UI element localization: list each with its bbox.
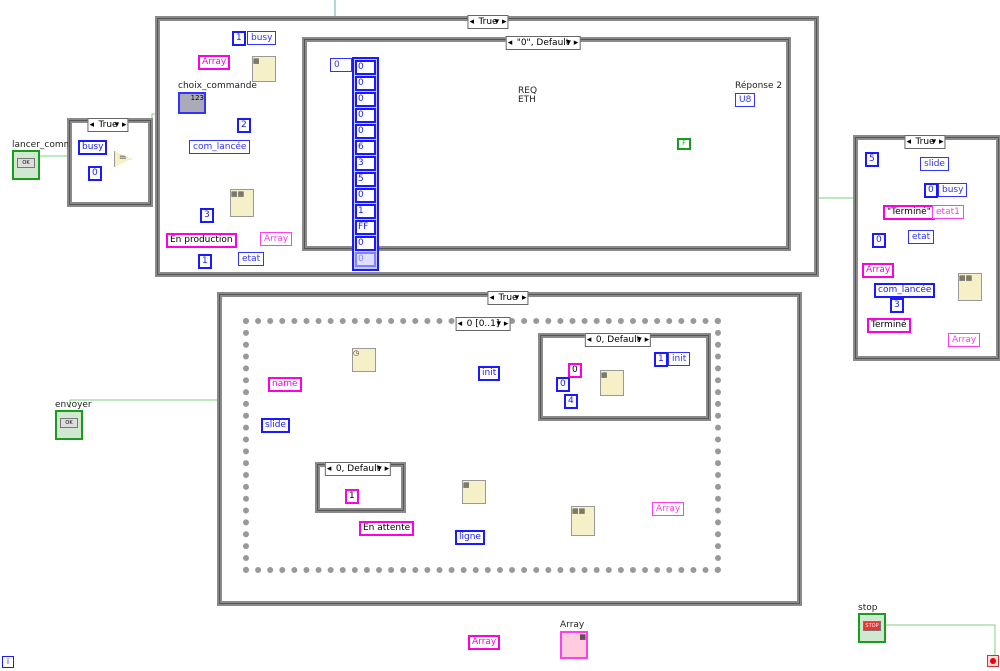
- en-production-constant[interactable]: En production: [166, 233, 237, 248]
- array-element[interactable]: 0: [355, 252, 376, 267]
- array-element[interactable]: 0: [355, 92, 376, 107]
- array-index-display[interactable]: 0: [330, 58, 352, 72]
- array-element[interactable]: 0: [355, 188, 376, 203]
- array-element[interactable]: 0: [355, 124, 376, 139]
- array-local-write-right[interactable]: Array: [948, 333, 981, 347]
- eth-label: ETH: [518, 95, 536, 105]
- array-element[interactable]: FF: [355, 220, 376, 235]
- array-indicator-terminal: ▦: [560, 631, 588, 659]
- row-constant[interactable]: 3: [200, 208, 214, 223]
- array-element[interactable]: 5: [355, 172, 376, 187]
- name-global-read[interactable]: name: [268, 377, 302, 392]
- busy-local-write[interactable]: busy: [247, 31, 277, 45]
- replace-subset-icon-bottom: ▦▦: [571, 506, 595, 536]
- array-local-write[interactable]: Array: [260, 232, 293, 246]
- stop-button-terminal[interactable]: STOP: [858, 613, 886, 643]
- case-selector-bottom[interactable]: True: [487, 291, 529, 305]
- stop-label: stop: [858, 603, 878, 613]
- array-element[interactable]: 0: [355, 108, 376, 123]
- array-element[interactable]: 0: [355, 76, 376, 91]
- init-constant[interactable]: 1: [654, 352, 668, 367]
- initialize-array-icon: ▦: [600, 370, 624, 396]
- com-lancee-local[interactable]: com_lancée: [189, 140, 251, 154]
- replace-subset-icon: ▦▦: [230, 189, 254, 217]
- case-selector-right[interactable]: True: [904, 135, 946, 149]
- busy-local-write-right[interactable]: busy: [938, 183, 968, 197]
- array-local-read-footer[interactable]: Array: [468, 635, 501, 650]
- replace-subset-icon-right: ▦▦: [958, 273, 982, 301]
- one-constant[interactable]: 1: [345, 489, 359, 504]
- etat-constant-right[interactable]: 0: [872, 233, 886, 248]
- array-indicator-label: Array: [560, 620, 585, 630]
- ligne-local-read[interactable]: ligne: [455, 530, 485, 545]
- req-label: REQ: [518, 86, 538, 96]
- etat-global-write-right[interactable]: etat: [908, 230, 935, 244]
- array-element[interactable]: 3: [355, 156, 376, 171]
- etat-global-write[interactable]: etat: [238, 252, 265, 266]
- index-array-icon: ▦: [252, 56, 276, 82]
- case-selector-inner[interactable]: "0", Default: [505, 36, 581, 50]
- slide-constant[interactable]: 5: [865, 152, 879, 167]
- zero-string-constant[interactable]: 0: [568, 363, 582, 378]
- format-date-icon: ◷: [352, 348, 376, 372]
- termine-string-constant[interactable]: "Terminé": [883, 205, 935, 220]
- lancer-label: lancer_commande: [12, 140, 68, 150]
- busy-constant-right[interactable]: 0: [924, 183, 938, 198]
- com-lancee-local-right[interactable]: com_lancée: [874, 283, 936, 298]
- sequence-selector[interactable]: 0 [0..1]: [455, 317, 511, 331]
- termine-constant[interactable]: Terminé: [867, 318, 911, 333]
- etat-constant[interactable]: 1: [198, 254, 212, 269]
- false-constant[interactable]: F: [677, 138, 691, 150]
- busy-constant[interactable]: 1: [232, 31, 246, 46]
- case-structure-inner: [302, 37, 791, 251]
- busy-local-read[interactable]: busy: [78, 140, 108, 155]
- init-local-read[interactable]: init: [478, 366, 501, 381]
- en-attente-constant[interactable]: En attente: [359, 521, 415, 536]
- index-constant[interactable]: 2: [237, 118, 251, 133]
- ok-text: OK: [60, 418, 78, 428]
- array-element[interactable]: 0: [355, 60, 376, 75]
- loop-condition-icon[interactable]: [987, 655, 999, 667]
- envoyer-button-terminal[interactable]: OK: [55, 410, 83, 440]
- zero-constant[interactable]: 0: [88, 166, 102, 181]
- array-element[interactable]: 0: [355, 236, 376, 251]
- choix-commande-terminal[interactable]: 123: [178, 92, 206, 114]
- array-local-read-right[interactable]: Array: [862, 263, 895, 278]
- slide-global-read[interactable]: slide: [261, 418, 290, 433]
- case-selector-top[interactable]: True: [467, 15, 509, 29]
- reponse-label: Réponse 2: [735, 81, 783, 91]
- choix-commande-label: choix_commande: [178, 81, 257, 91]
- zero-constant-bottom[interactable]: 0: [556, 377, 570, 392]
- lancer-button-terminal[interactable]: OK: [12, 150, 40, 180]
- ok-text: OK: [17, 158, 35, 168]
- case-selector-seq-inner[interactable]: 0, Default: [584, 333, 652, 347]
- iteration-terminal: i: [2, 656, 14, 668]
- reponse-indicator: U8: [735, 93, 756, 107]
- slide-global-write[interactable]: slide: [920, 157, 949, 171]
- array-local-write-bottom[interactable]: Array: [652, 502, 685, 516]
- etat1-global-write[interactable]: etat1: [932, 205, 964, 219]
- row-constant-right[interactable]: 3: [890, 298, 904, 313]
- array-element[interactable]: 6: [355, 140, 376, 155]
- init-local-write[interactable]: init: [668, 352, 691, 366]
- case-selector-left[interactable]: True: [87, 118, 129, 132]
- four-constant[interactable]: 4: [564, 394, 578, 409]
- array-local-read[interactable]: Array: [198, 55, 231, 70]
- case-selector-seq-small[interactable]: 0, Default: [324, 462, 392, 476]
- envoyer-label: envoyer: [55, 400, 92, 410]
- build-array-icon: ▦: [462, 480, 486, 504]
- stop-text: STOP: [863, 621, 881, 631]
- array-element[interactable]: 1: [355, 204, 376, 219]
